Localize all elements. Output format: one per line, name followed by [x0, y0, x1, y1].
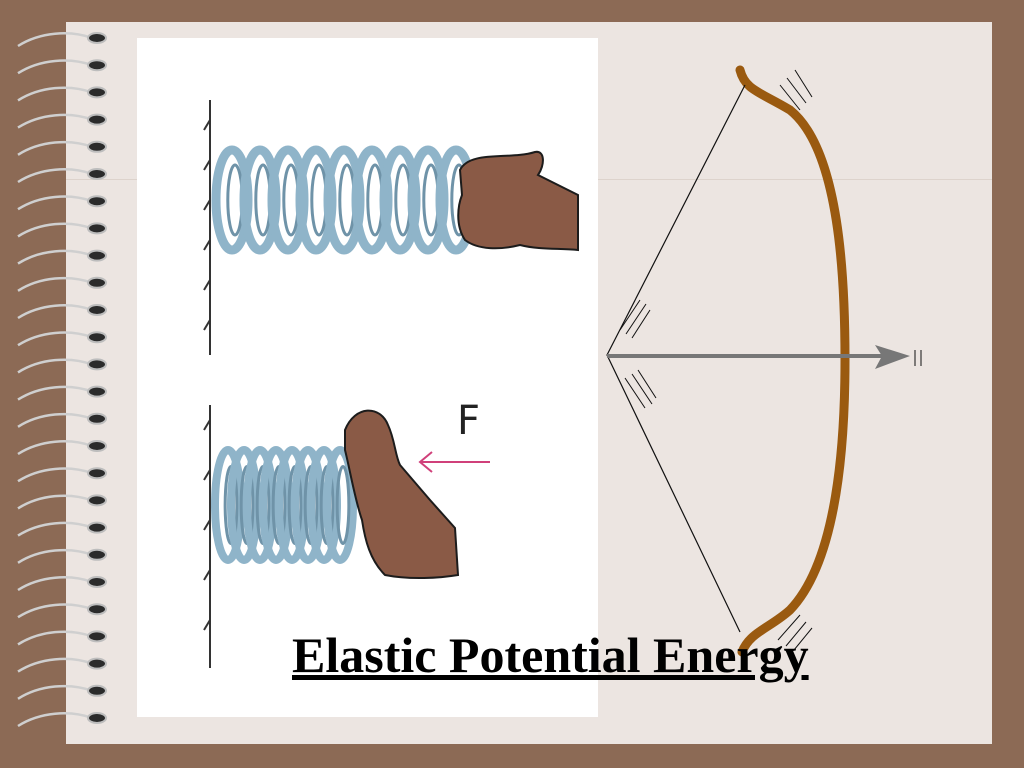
- binding-wire: [17, 59, 93, 75]
- binding-wire: [17, 249, 93, 265]
- binding-hole: [87, 168, 107, 180]
- binding-wire: [17, 630, 93, 646]
- binding-wire: [17, 32, 93, 48]
- binding-hole: [87, 657, 107, 670]
- binding-wire: [17, 385, 93, 401]
- binding-hole: [87, 576, 107, 588]
- binding-hole: [87, 331, 107, 344]
- binding-wire: [17, 276, 93, 292]
- binding-hole: [87, 59, 107, 72]
- binding-hole: [87, 684, 107, 697]
- slide-title: Elastic Potential Energy: [292, 627, 809, 683]
- binding-wire: [17, 113, 93, 129]
- spring-compressed: [211, 446, 357, 564]
- binding-wire: [17, 712, 93, 728]
- binding-hole: [87, 86, 107, 99]
- binding-wire: [17, 603, 93, 619]
- binding-wire: [17, 494, 93, 510]
- hand-bottom: [344, 409, 460, 580]
- spring-coil: [323, 446, 357, 564]
- wall-bottom: [203, 405, 211, 668]
- binding-hole: [87, 140, 107, 153]
- binding-hole: [87, 249, 107, 262]
- bow: [735, 65, 850, 657]
- binding-hole: [87, 195, 107, 208]
- motion-lines: [619, 69, 922, 651]
- binding-wire: [17, 467, 93, 483]
- force-label: F: [457, 398, 481, 444]
- spiral-binding: [17, 32, 107, 728]
- binding-hole: [87, 494, 107, 507]
- binding-hole: [87, 548, 107, 561]
- binding-wire: [17, 222, 93, 238]
- binding-hole: [87, 222, 107, 235]
- binding-hole: [87, 276, 107, 289]
- binding-wire: [17, 86, 93, 102]
- arrow: [607, 345, 910, 369]
- binding-hole: [87, 521, 107, 534]
- binding-hole: [87, 113, 107, 126]
- bow-string: [606, 84, 746, 633]
- binding-wire: [17, 440, 93, 456]
- force-arrow: [418, 451, 490, 473]
- binding-wire: [17, 195, 93, 211]
- binding-wire: [17, 168, 93, 184]
- binding-wire: [17, 140, 93, 156]
- binding-wire: [17, 358, 93, 374]
- binding-hole: [87, 603, 107, 616]
- binding-hole: [87, 467, 107, 480]
- binding-wire: [17, 657, 93, 673]
- hand-top: [457, 150, 579, 252]
- binding-wire: [17, 576, 93, 592]
- binding-hole: [87, 358, 107, 371]
- binding-wire: [17, 412, 93, 428]
- binding-hole: [87, 630, 107, 643]
- spring-coil-inner: [335, 465, 351, 545]
- spring-stretched: [211, 145, 477, 255]
- binding-wire: [17, 331, 93, 347]
- binding-wire: [17, 548, 93, 564]
- binding-wire: [17, 521, 93, 537]
- binding-hole: [87, 32, 107, 44]
- binding-hole: [87, 304, 107, 316]
- wall-top: [203, 100, 211, 355]
- binding-hole: [87, 385, 107, 398]
- binding-hole: [87, 412, 107, 425]
- binding-wire: [17, 304, 93, 320]
- binding-hole: [87, 440, 107, 452]
- binding-hole: [87, 712, 107, 724]
- binding-wire: [17, 684, 93, 700]
